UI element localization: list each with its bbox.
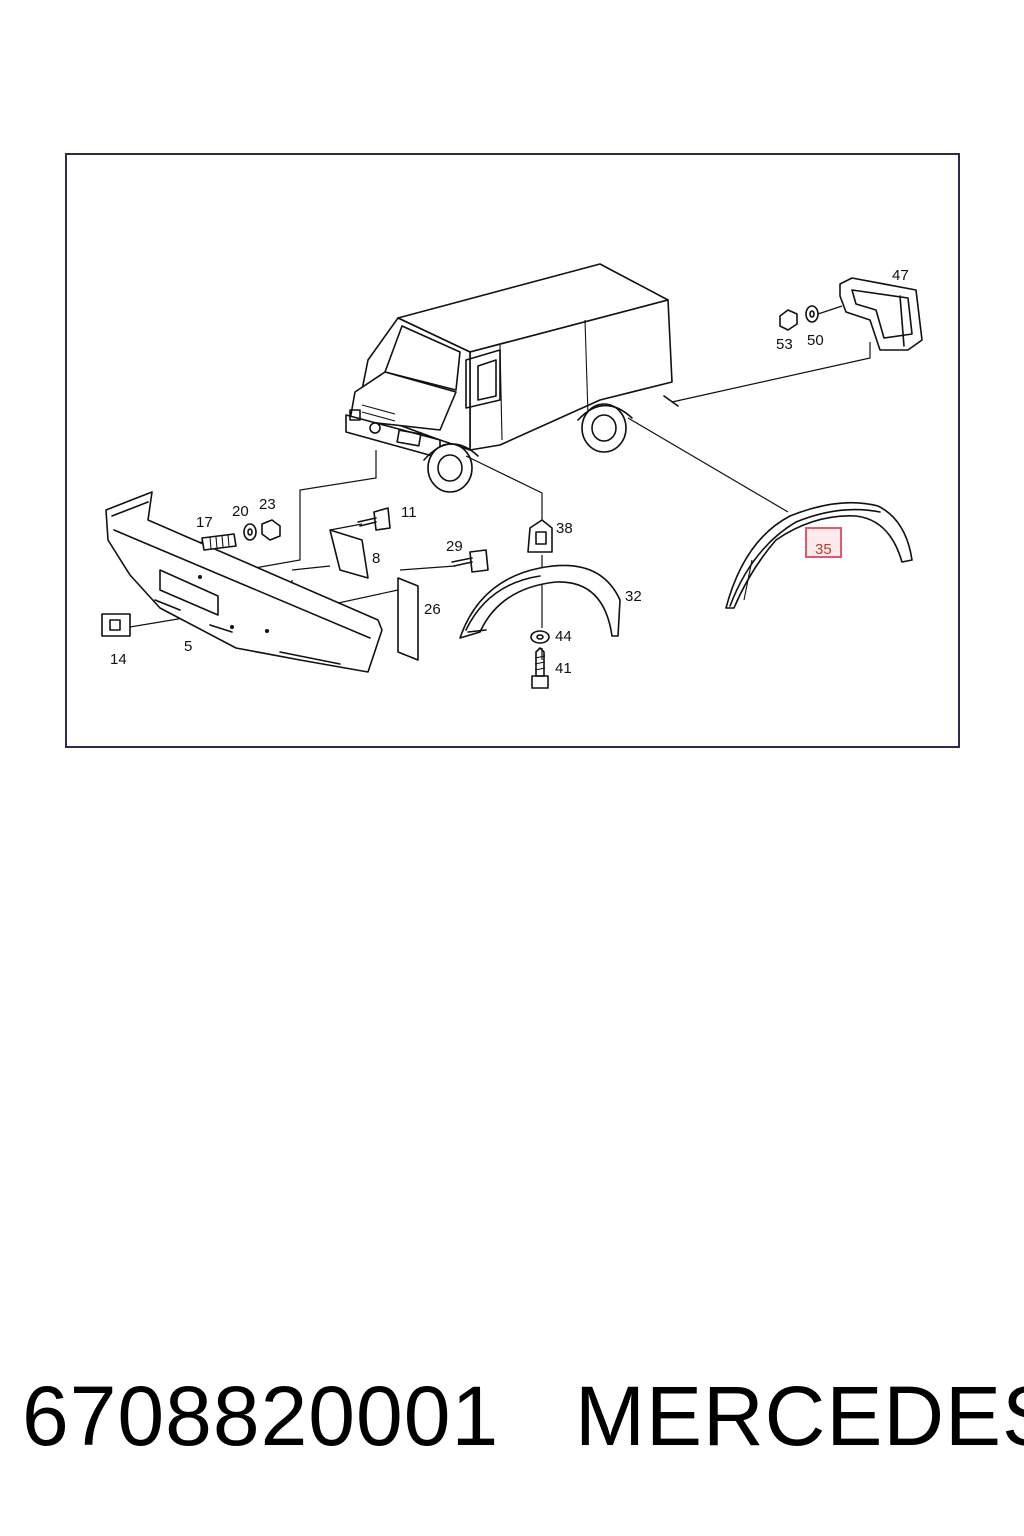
van-illustration — [345, 263, 679, 493]
plate-8 — [329, 529, 369, 579]
wheel-arch-32 — [459, 564, 621, 639]
label-26: 26 — [424, 601, 441, 618]
label-41: 41 — [555, 660, 572, 677]
washer-44 — [530, 630, 550, 644]
washer-50 — [805, 305, 819, 323]
strip-26 — [397, 577, 419, 661]
highlight-box-35 — [805, 527, 842, 558]
label-14: 14 — [110, 651, 127, 668]
label-20: 20 — [232, 503, 249, 520]
label-50: 50 — [807, 332, 824, 349]
label-32: 32 — [625, 588, 642, 605]
front-bumper — [105, 491, 383, 673]
label-5: 5 — [184, 638, 192, 655]
screw-11 — [357, 507, 391, 531]
bracket-38 — [527, 519, 553, 553]
label-11: 11 — [401, 504, 417, 521]
nut-23 — [261, 519, 281, 541]
label-8: 8 — [372, 550, 380, 567]
part-labels: 5 8 11 14 17 20 23 26 29 32 35 38 41 44 … — [110, 267, 909, 677]
label-23: 23 — [259, 496, 276, 513]
parts-diagram: 5 8 11 14 17 20 23 26 29 32 35 38 41 44 … — [101, 263, 923, 689]
screw-41 — [531, 647, 549, 689]
label-47: 47 — [892, 267, 909, 284]
label-17: 17 — [196, 514, 213, 531]
rear-corner-47 — [839, 277, 923, 351]
stud-17 — [201, 533, 237, 551]
wheel-arch-35 — [725, 501, 913, 609]
diagram-frame — [65, 153, 960, 748]
brand-name: MERCEDES — [575, 1369, 1024, 1463]
label-44: 44 — [555, 628, 572, 645]
part-number: 6708820001 — [22, 1369, 500, 1463]
screw-29 — [451, 549, 489, 573]
label-38: 38 — [556, 520, 573, 537]
nut-53 — [779, 309, 798, 331]
washer-20 — [243, 523, 257, 541]
label-53: 53 — [776, 336, 793, 353]
footer: 6708820001 MERCEDES — [0, 1368, 1024, 1468]
clip-14 — [101, 613, 131, 637]
label-29: 29 — [446, 538, 463, 555]
label-35: 35 — [815, 541, 832, 558]
